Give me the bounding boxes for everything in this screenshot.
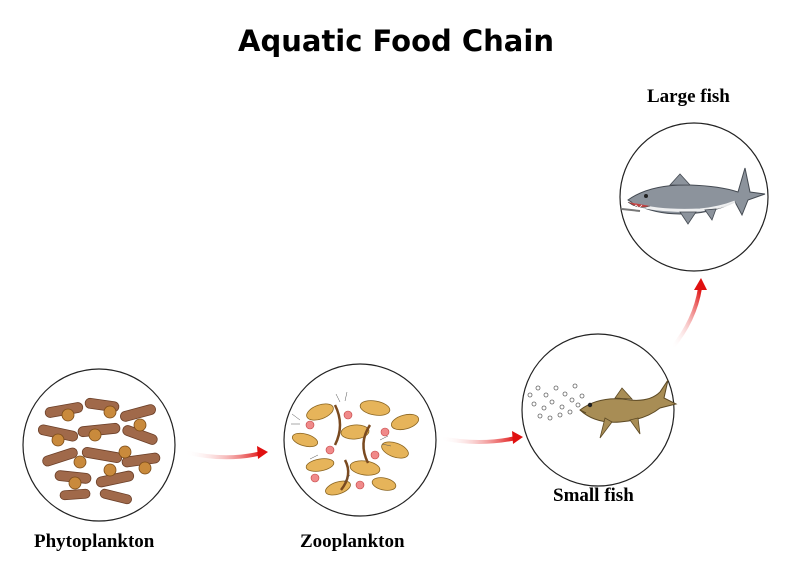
phytoplankton-illustration: [37, 397, 161, 505]
arrow-small-to-large-fish: [670, 278, 707, 350]
large-fish-illustration: [621, 167, 766, 225]
large-fish-node: [619, 122, 769, 272]
zooplankton-illustration: [291, 391, 420, 496]
stage-label-small-fish: Small fish: [553, 485, 634, 506]
stage-label-large-fish: Large fish: [647, 86, 730, 107]
zooplankton-node: [283, 363, 437, 517]
arrow-zoo-to-small-fish: [439, 431, 523, 444]
phytoplankton-node: [22, 368, 176, 522]
small-fish-node: [521, 333, 678, 487]
stage-label-zooplankton: Zooplankton: [300, 531, 405, 552]
arrow-phyto-to-zoo: [184, 446, 268, 460]
small-fish-illustration: [579, 379, 678, 439]
zooplankton-cloud-illustration: [527, 383, 585, 421]
diagram-title: Aquatic Food Chain: [238, 24, 554, 58]
stage-label-phytoplankton: Phytoplankton: [34, 531, 155, 552]
